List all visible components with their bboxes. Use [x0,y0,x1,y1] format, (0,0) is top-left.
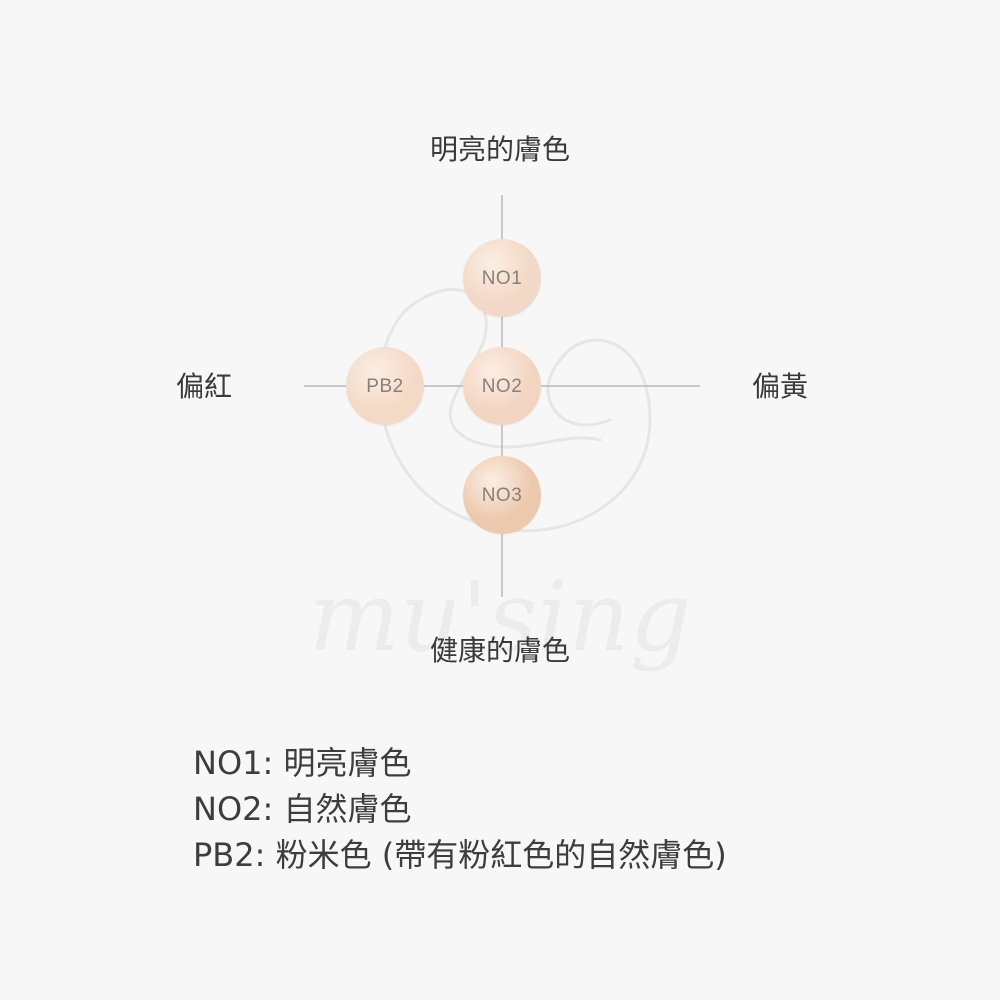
legend-code: PB2 [193,836,255,874]
swatch-label: NO3 [481,485,523,506]
axis-label-left: 偏紅 [176,370,233,403]
swatch-label: PB2 [366,376,404,397]
axis-label-bottom: 健康的膚色 [429,634,570,667]
swatch-no1: NO1 [463,239,541,317]
swatch-label: NO2 [481,376,523,397]
legend-code: NO2 [193,790,263,828]
legend-desc: 粉米色 (帶有粉紅色的自然膚色) [275,836,727,874]
legend-desc: 明亮膚色 [283,744,412,782]
axis-label-right: 偏黃 [752,370,809,403]
legend-code: NO1 [193,744,263,782]
shade-legend: NO1: 明亮膚色 NO2: 自然膚色 PB2: 粉米色 (帶有粉紅色的自然膚色… [193,740,727,878]
legend-item: NO2: 自然膚色 [193,790,412,828]
legend-item: NO1: 明亮膚色 [193,744,412,782]
legend-item: PB2: 粉米色 (帶有粉紅色的自然膚色) [193,836,727,874]
swatch-no3: NO3 [463,456,541,534]
swatch-pb2: PB2 [346,347,424,425]
axis-label-top: 明亮的膚色 [429,133,570,166]
watermark-text: mu'sing [309,561,692,673]
swatch-no2: NO2 [463,347,541,425]
legend-desc: 自然膚色 [283,790,412,828]
swatch-label: NO1 [481,268,523,289]
